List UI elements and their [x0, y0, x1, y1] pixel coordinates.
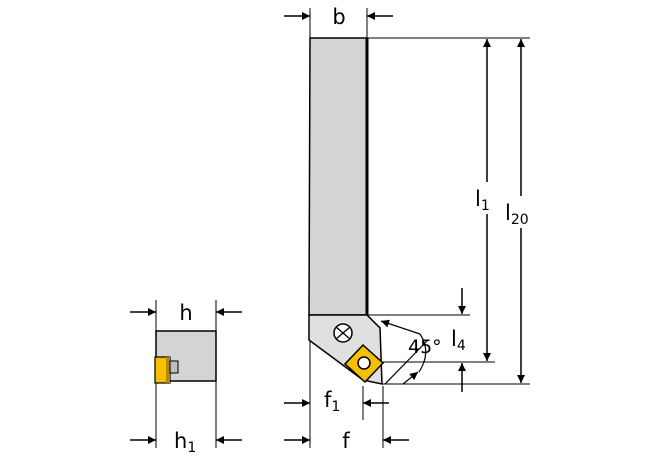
- angle-dimension: 45°: [380, 319, 442, 385]
- h1-label: h1: [174, 429, 196, 456]
- cross-section-view: h h1: [130, 300, 242, 456]
- f-dimension: f: [284, 429, 409, 453]
- l1-label: l1: [475, 187, 490, 214]
- top-view: b l1 l20 l4 45°: [284, 5, 530, 453]
- l20-dimension: l20: [505, 39, 529, 383]
- angle-label: 45°: [408, 336, 442, 358]
- b-label: b: [332, 5, 345, 29]
- h-dimension: h: [130, 301, 242, 325]
- h1-dimension: h1: [130, 429, 242, 456]
- clamp-screw-icon: [333, 323, 353, 343]
- l20-label: l20: [505, 201, 529, 228]
- l1-dimension: l1: [475, 39, 491, 361]
- f-label: f: [342, 429, 350, 453]
- b-dimension: b: [284, 5, 393, 29]
- clamp-edge-view: [169, 360, 179, 374]
- cutting-insert: [343, 343, 385, 384]
- insert-edge-view-band: [166, 357, 170, 383]
- f1-dimension: f1: [284, 388, 389, 415]
- f1-label: f1: [324, 388, 340, 415]
- l4-dimension: l4: [451, 288, 466, 392]
- h-label: h: [179, 301, 192, 325]
- shank-body: [308, 37, 368, 316]
- l4-label: l4: [451, 327, 466, 354]
